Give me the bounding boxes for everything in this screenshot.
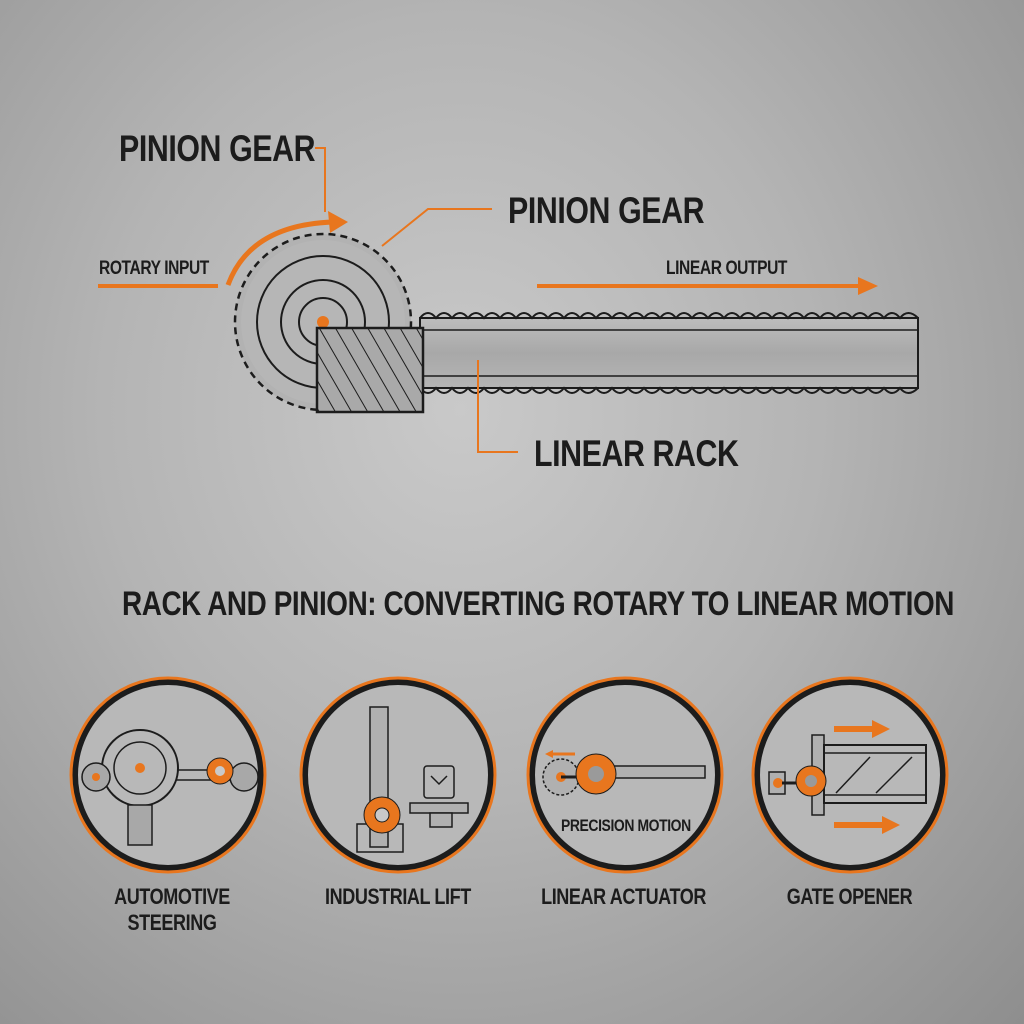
automotive-steering-icon: [69, 676, 267, 874]
application-label-automotive-steering: AUTOMOTIVE STEERING: [114, 884, 230, 935]
application-label-industrial-lift: INDUSTRIAL LIFT: [325, 884, 471, 909]
precision-motion-label: PRECISION MOTION: [561, 816, 691, 835]
linear-output-label: LINEAR OUTPUT: [666, 258, 788, 279]
page-title: RACK AND PINION: CONVERTING ROTARY TO LI…: [122, 585, 955, 623]
gate-opener-icon: [751, 676, 949, 874]
linear-rack-label: LINEAR RACK: [534, 433, 739, 474]
application-label-linear-actuator: LINEAR ACTUATOR: [541, 884, 707, 909]
linear-rack-icon: [315, 312, 919, 414]
application-label-gate-opener: GATE OPENER: [787, 884, 913, 909]
rotary-input-label: ROTARY INPUT: [99, 258, 209, 279]
pinion-gear-label-top: PINION GEAR: [119, 128, 316, 169]
linear-actuator-icon: [526, 676, 724, 874]
linear-output-arrow-icon: [537, 277, 878, 295]
industrial-lift-icon: [299, 676, 497, 874]
rotary-input-arrow-icon: [98, 211, 348, 288]
pinion-leader-top-icon: [315, 147, 326, 212]
rack-leader-icon: [477, 360, 518, 453]
pinion-gear-label-right: PINION GEAR: [508, 190, 705, 231]
pinion-leader-right-icon: [381, 208, 492, 247]
